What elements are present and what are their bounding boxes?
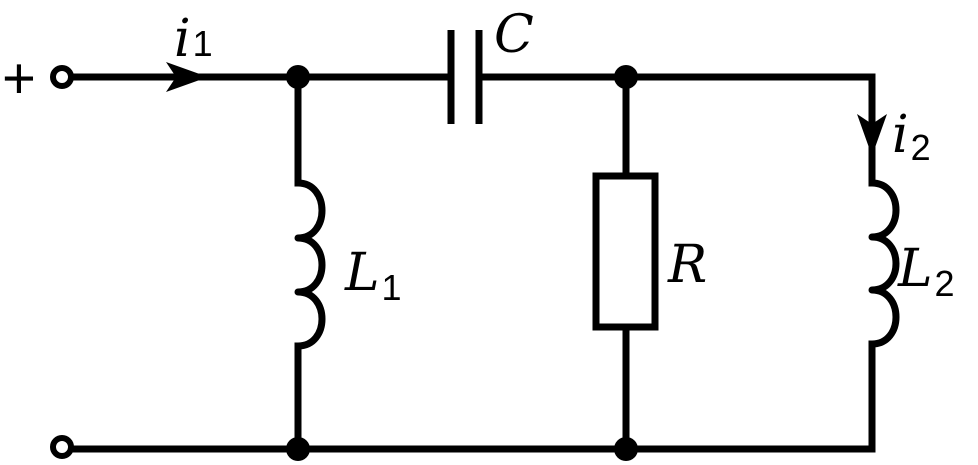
current-arrow-i2-icon — [857, 114, 887, 156]
resistor-r-icon — [592, 172, 659, 331]
label-c: C — [494, 5, 534, 65]
junction-top-left — [286, 65, 310, 89]
junction-bottom-left — [286, 437, 310, 461]
junction-top-middle — [614, 65, 638, 89]
terminal-bottom — [50, 435, 74, 459]
junction-bottom-middle — [614, 437, 638, 461]
label-i1: i1 — [174, 9, 213, 69]
current-arrow-i1-icon — [166, 62, 208, 92]
inductor-l1-icon — [294, 179, 326, 350]
inductor-l2-icon — [868, 179, 900, 348]
label-r: R — [667, 235, 707, 295]
label-i2: i2 — [892, 105, 931, 168]
terminal-top — [50, 65, 74, 89]
plus-sign: + — [2, 46, 36, 111]
label-l2: L2 — [897, 239, 955, 304]
label-l1: L1 — [344, 243, 402, 308]
